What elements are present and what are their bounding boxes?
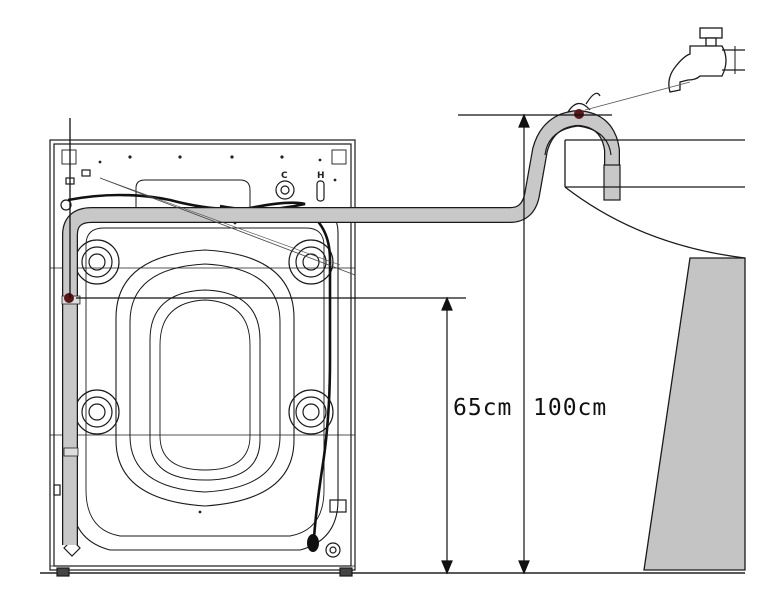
dim-100-label: 100cm	[533, 395, 608, 421]
hose-low-point	[64, 293, 74, 303]
mount-bottom-right	[288, 389, 334, 435]
water-faucet	[668, 27, 745, 93]
dim-65-label: 65cm	[453, 395, 513, 421]
hot-inlet-mark: H	[317, 171, 325, 181]
dimension-lines	[76, 113, 612, 575]
cold-inlet-mark: C	[281, 171, 288, 181]
sink-support	[643, 257, 746, 571]
mount-top-right	[288, 239, 334, 285]
foot-right	[339, 567, 353, 577]
top-screws	[68, 155, 337, 522]
sink	[564, 139, 746, 571]
hose-guide	[544, 125, 612, 156]
washing-machine	[49, 139, 356, 577]
cold-inlet	[275, 180, 295, 200]
hot-inlet	[316, 180, 325, 202]
drum-outline	[115, 249, 295, 507]
foot-left	[56, 567, 70, 577]
sink-basin	[564, 186, 746, 259]
hose-outlet	[603, 164, 621, 201]
power-plug	[307, 534, 319, 552]
hose-high-point	[574, 109, 584, 119]
